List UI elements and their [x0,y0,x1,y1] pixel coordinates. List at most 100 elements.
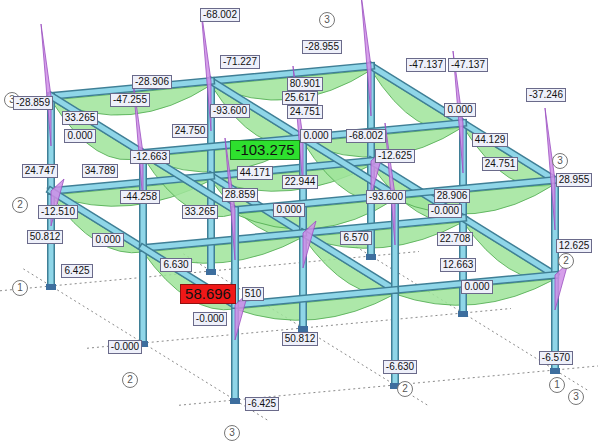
moment-value: -28.906 [132,75,172,89]
moment-value: 25.617 [282,91,319,105]
moment-value: -28.955 [302,40,342,54]
grid-line [343,239,587,390]
member-face [395,180,555,195]
moment-value: 22.708 [437,232,474,246]
moment-value: -0.000 [108,340,142,354]
frame-member [303,218,463,233]
moment-value: 24.750 [172,124,209,138]
column-moment-diagram [361,0,371,116]
beam-moment-diagram [395,279,555,305]
column-moment-diagram [303,221,316,268]
moment-value: 28.906 [434,189,471,203]
moment-value: 12.625 [556,239,593,253]
moment-value: 24.751 [287,105,324,119]
moment-value: -6.630 [383,360,417,374]
moment-value: -93.600 [366,190,406,204]
member-outline [395,180,555,195]
moment-value: -71.227 [220,55,260,69]
member-outline [143,248,235,305]
moment-value: -6.425 [245,397,279,411]
member-face [303,218,463,233]
moment-value: 0.000 [300,129,331,143]
member-face [143,248,235,305]
max-moment-value: -103.275 [230,140,299,160]
moment-value: 28.859 [222,188,259,202]
frame-member [143,248,235,305]
column-moment-diagram [555,263,568,310]
moment-value: -0.000 [193,312,227,326]
column-moment-diagram [545,108,555,230]
moment-value: 50.812 [27,230,64,244]
moment-value: -12.663 [130,150,170,164]
column-moment-diagram [41,24,51,146]
grid-axis-label: 3 [552,153,568,169]
moment-value: -12.510 [38,205,78,219]
moment-value: 0.000 [444,103,475,117]
moment-value: 12.663 [440,258,477,272]
moment-value: 28.955 [556,173,593,187]
moment-value: 0.000 [92,233,123,247]
moment-value: -47.137 [448,58,488,72]
moment-value: -28.859 [13,96,53,110]
column-moment-diagram [385,123,395,245]
member-face [463,218,555,275]
grid-axis-label: 1 [549,377,565,393]
member-outline [303,218,463,233]
grid-axis-label: 2 [397,381,413,397]
moment-value: -47.137 [406,58,446,72]
base-plates [46,254,560,404]
moment-value: -0.000 [428,204,462,218]
moment-value: 22.944 [282,175,319,189]
grid-axis-label: 3 [568,389,584,405]
base-plate [46,284,56,290]
member-outline [139,248,147,343]
frame-member [143,233,303,248]
member-outline [463,123,555,180]
moment-value: 0.000 [273,203,304,217]
member-outline [463,218,555,275]
moment-value: 24.751 [482,157,519,171]
base-plate [550,368,560,374]
moment-value: 33.265 [182,205,219,219]
moment-value: -6.570 [539,351,573,365]
frame-members [51,66,555,400]
grid-axis-label: 3 [224,425,240,441]
moment-value: 24.747 [22,164,59,178]
moment-value: 34.789 [82,164,119,178]
moment-value: 0.000 [64,129,95,143]
moment-value: 44.129 [472,133,509,147]
moment-value: 6.425 [61,264,92,278]
moment-value: 6.570 [340,231,371,245]
grid-axis-label: 2 [122,372,138,388]
moment-value: -68.002 [200,8,240,22]
grid-axis-label: 3 [319,12,335,28]
moment-value: 50.812 [282,332,319,346]
grid-axis-label: 2 [12,197,28,213]
moment-value: -93.600 [210,104,250,118]
base-plate [458,311,468,317]
moment-value: -47.255 [110,93,150,107]
moment-value: 510 [242,287,265,301]
frame-member [395,180,555,195]
member-face [463,123,555,180]
moment-value: 80.901 [287,77,324,91]
moment-value: -68.002 [346,129,386,143]
base-plate [230,398,240,404]
moment-value: 0.000 [461,280,492,294]
member-outline [143,233,303,248]
moment-value: -44.258 [120,190,160,204]
frame-member [463,218,555,275]
moment-value: -12.625 [375,149,415,163]
moment-value: 44.171 [237,166,274,180]
moment-value: 6.630 [160,258,191,272]
grid-axis-label: 1 [12,280,28,296]
base-plate [206,269,216,275]
member-face [141,248,146,343]
member-face [143,233,303,248]
frame-member [143,248,144,343]
base-plate [366,254,376,260]
grid-axis-label: 2 [558,253,574,269]
moment-value: 33.265 [62,111,99,125]
column-moment-diagrams [41,0,568,340]
